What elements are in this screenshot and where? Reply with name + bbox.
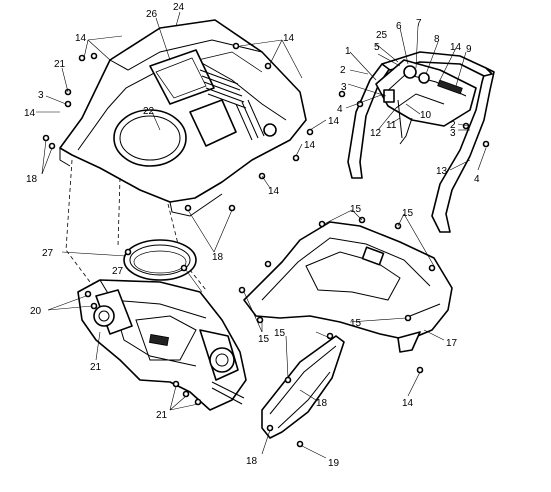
- callout-18: 18: [246, 456, 258, 467]
- callout-20: 21: [90, 362, 102, 373]
- callout-4: 4: [474, 174, 480, 185]
- callout-25: 26: [146, 9, 158, 20]
- callout-2: 2: [340, 65, 346, 76]
- callout-21: 22: [143, 106, 155, 117]
- callout-24: 25: [376, 30, 388, 41]
- handle-assembly: [347, 51, 495, 233]
- callout-18: 18: [212, 252, 224, 263]
- callout-18: 19: [328, 458, 340, 469]
- leader-lines: [36, 11, 487, 459]
- callout-8: 8: [434, 34, 440, 45]
- housing-shroud: [59, 19, 307, 217]
- bearing-ring: [123, 239, 197, 281]
- callout-12: 12: [370, 128, 382, 139]
- chute-deflector: [261, 335, 345, 439]
- callout-26: 27: [42, 248, 54, 259]
- callout-19: 21: [156, 410, 168, 421]
- callout-15: 15: [350, 318, 362, 329]
- callout-14: 14: [328, 116, 340, 127]
- callout-14: 14: [402, 398, 414, 409]
- vent-slots: [199, 69, 265, 141]
- callout-16: 17: [446, 338, 458, 349]
- callout-14: 14: [304, 140, 316, 151]
- callout-10: 10: [420, 110, 432, 121]
- auger-housing: [77, 279, 247, 411]
- callout-21: 21: [54, 59, 66, 70]
- callout-7: 7: [416, 18, 422, 29]
- callout-14: 14: [75, 33, 87, 44]
- callout-4: 4: [337, 104, 343, 115]
- frame-tray: [243, 221, 453, 353]
- callout-27: 27: [112, 266, 124, 277]
- callout-2: 2: [450, 120, 456, 131]
- callout-18: 18: [26, 174, 38, 185]
- auger-opening: [113, 109, 187, 167]
- callout-19: 20: [30, 306, 42, 317]
- callout-15: 15: [258, 334, 270, 345]
- callout-14: 14: [268, 186, 280, 197]
- callout-14: 14: [450, 42, 462, 53]
- callout-15: 15: [402, 208, 414, 219]
- callout-11: 11: [386, 120, 397, 131]
- callout-9: 9: [466, 44, 472, 55]
- callout-1: 1: [345, 46, 351, 57]
- callout-14: 14: [24, 108, 36, 119]
- callout-3: 3: [450, 128, 456, 139]
- callout-6: 6: [396, 21, 402, 32]
- callout-22: 24: [173, 2, 185, 13]
- callout-14: 14: [283, 33, 295, 44]
- callout-3: 3: [341, 82, 347, 93]
- callout-13: 13: [436, 166, 448, 177]
- callout-17: 18: [316, 398, 328, 409]
- callout-15: 15: [274, 328, 286, 339]
- callout-3: 3: [38, 90, 44, 101]
- chute-panel: [149, 49, 215, 105]
- callout-5: 5: [374, 42, 380, 53]
- callout-labels: 24 26 14 14 21 3 14 22 14 14 18 14 18 27…: [24, 2, 480, 469]
- callout-15: 15: [350, 204, 362, 215]
